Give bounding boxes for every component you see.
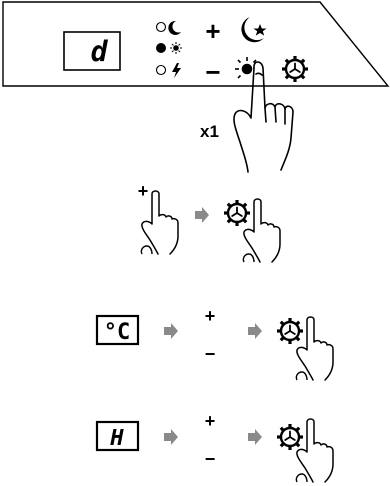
minus-sign: − (205, 449, 216, 469)
gear-icon (224, 200, 250, 226)
arrow-icon (164, 323, 178, 339)
control-panel (3, 2, 388, 86)
minus-button[interactable]: − (205, 57, 220, 87)
minus-sign: − (205, 344, 216, 364)
svg-text:+: + (138, 181, 149, 201)
panel-display: d (64, 32, 120, 70)
step-3: H + − (97, 411, 333, 482)
arrow-icon (164, 429, 178, 445)
press-count: x1 (200, 122, 219, 141)
hand-touch-gear-icon (296, 317, 333, 380)
plus-button[interactable]: + (205, 16, 220, 46)
step-2: °C + − (97, 306, 333, 380)
panel-display-value: d (91, 35, 109, 68)
arrow-icon (248, 429, 262, 445)
hand-touch-gear-icon (296, 419, 333, 482)
plus-sign: + (205, 306, 216, 326)
hand-touch-gear-icon (243, 199, 280, 262)
step-3-display: H (109, 426, 124, 451)
plus-sign: + (205, 411, 216, 431)
arrow-icon (195, 207, 209, 223)
mode-indicator-filled (156, 43, 166, 53)
gear-icon (277, 318, 303, 344)
step-1: + (138, 181, 280, 262)
gear-icon (277, 424, 303, 450)
gear-icon[interactable] (282, 56, 308, 82)
step-2-display: °C (104, 320, 131, 345)
arrow-icon (248, 323, 262, 339)
